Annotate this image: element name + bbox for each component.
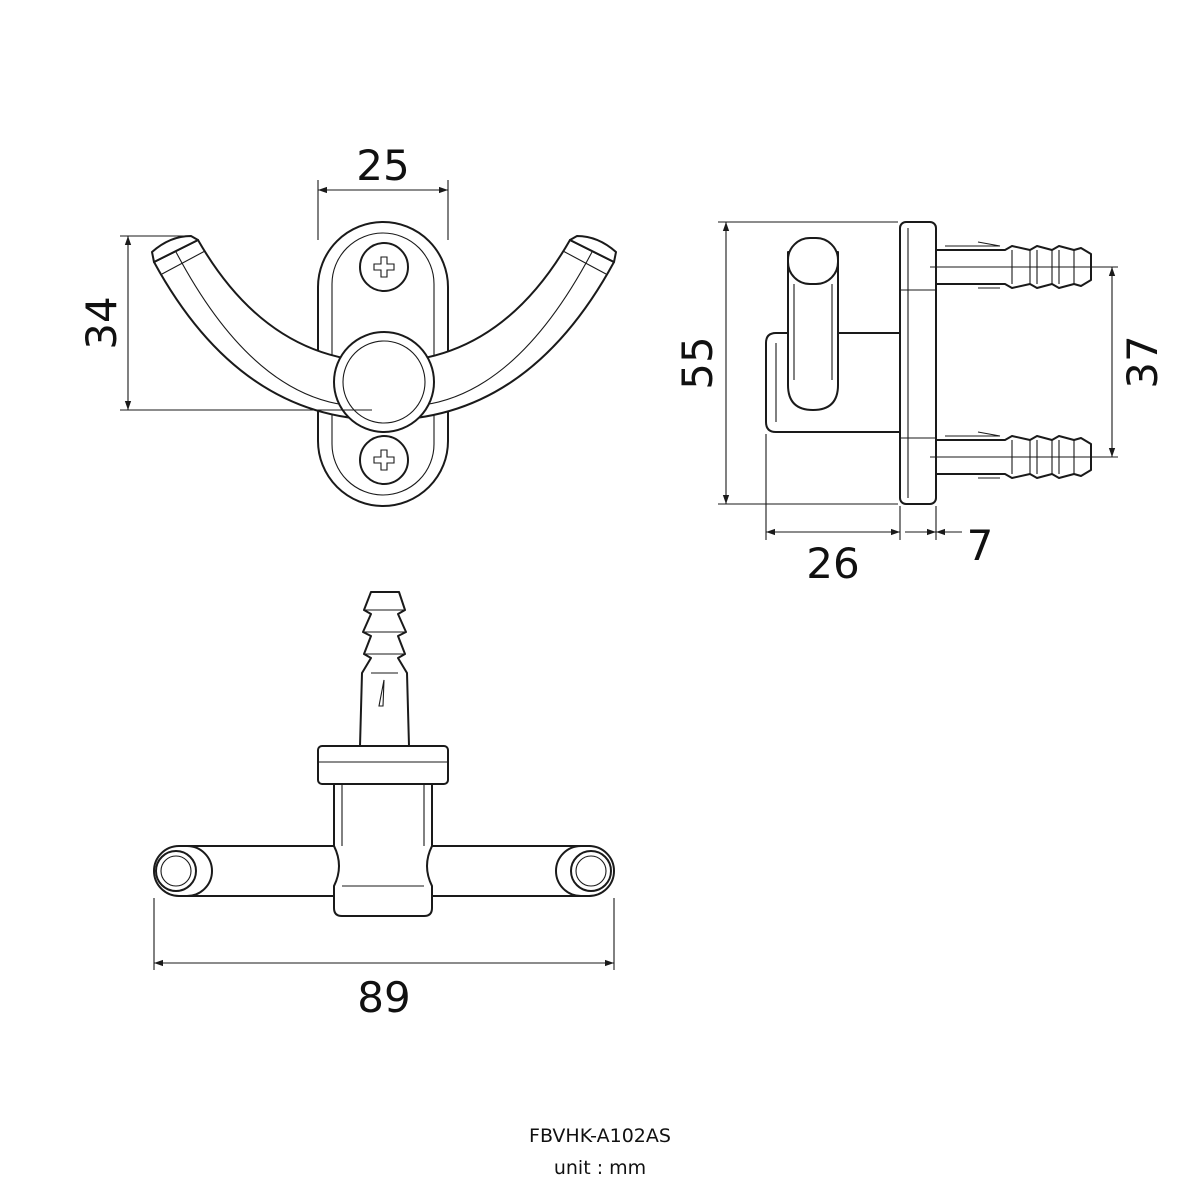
anchor-upper (930, 241, 1118, 289)
front-view: 25 34 (77, 141, 617, 507)
side-arm-tip (787, 237, 839, 285)
side-wallplate (899, 221, 937, 505)
hook-arm-inner-left (175, 251, 346, 406)
screw-icon (359, 435, 409, 485)
bottom-wallplate (317, 745, 449, 785)
dimension-plate-thickness: 7 (905, 506, 993, 570)
model-number: FBVHK-A102AS (529, 1125, 671, 1147)
hook-tip-left (151, 235, 199, 263)
hook-arm-inner-right (422, 251, 593, 406)
unit-label: unit : mm (554, 1157, 646, 1179)
bottom-body (333, 783, 433, 917)
dimension-front-width: 25 (317, 141, 449, 240)
side-body (765, 332, 901, 433)
dimension-label: 55 (673, 336, 722, 389)
bottom-anchor (359, 591, 410, 747)
bottom-view: 89 (153, 591, 615, 1022)
dimension-side-height: 55 (673, 221, 898, 505)
dimension-bottom-width: 89 (153, 898, 615, 1022)
dimension-mount-spacing: 37 (1108, 267, 1167, 457)
dimension-label: 7 (967, 521, 994, 570)
side-arm (787, 251, 839, 411)
dimension-label: 89 (357, 973, 410, 1022)
bottom-endcap-left (153, 845, 213, 897)
side-view: 55 37 26 7 (673, 221, 1167, 588)
dimension-label: 34 (77, 296, 126, 349)
bottom-endcap-right (555, 845, 615, 897)
dimension-front-height: 34 (77, 235, 372, 411)
dimension-label: 25 (356, 141, 409, 190)
dimension-label: 37 (1118, 335, 1167, 388)
dimension-side-depth: 26 (765, 434, 901, 588)
hook-tip-right (569, 235, 617, 263)
screw-icon (359, 242, 409, 292)
hook-hub (333, 331, 435, 433)
dimension-label: 26 (806, 539, 859, 588)
anchor-lower (930, 431, 1118, 479)
